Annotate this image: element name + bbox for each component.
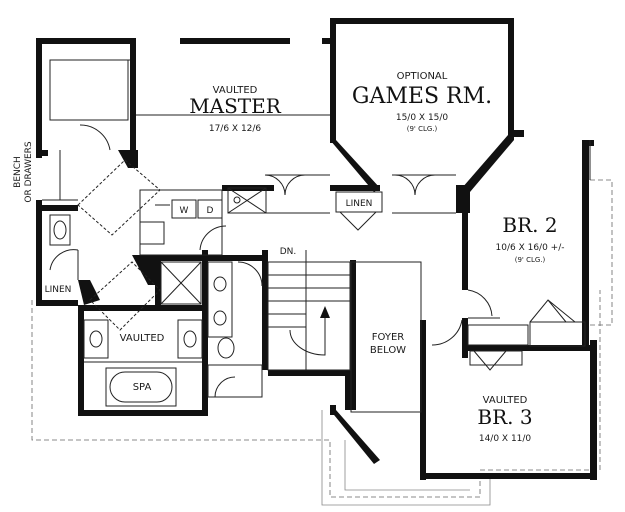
br3-name: BR. 3 [477,405,532,429]
roof-outline-dashed [31,179,613,506]
dryer-label: D [207,206,214,216]
games-name: GAMES RM. [352,84,492,109]
games-size: 15/0 X 15/0 [396,113,449,123]
br2-name: BR. 2 [502,213,557,237]
walls [36,18,597,480]
bath-note: VAULTED [120,333,165,344]
games-clg: (9' CLG.) [407,125,438,133]
bench-line2: OR DRAWERS [24,141,34,203]
labels: VAULTED MASTER 17/6 X 12/6 OPTIONAL GAME… [13,71,565,444]
br3-note: VAULTED [483,395,528,406]
spa-label: SPA [133,382,152,393]
washer-label: W [180,206,189,216]
foyer-line1: FOYER [372,332,405,343]
br2-size: 10/6 X 16/0 +/- [496,243,565,253]
master-note: VAULTED [213,85,258,96]
interior-lines [42,59,591,413]
bench-line1: BENCH [13,156,23,188]
foyer-line2: BELOW [370,345,406,356]
br2-clg: (9' CLG.) [515,256,546,264]
games-note: OPTIONAL [397,71,448,82]
master-name: MASTER [189,94,282,118]
master-size: 17/6 X 12/6 [209,124,262,134]
linen-left: LINEN [45,285,72,295]
linen-top: LINEN [346,199,373,209]
br3-size: 14/0 X 11/0 [479,434,532,444]
stair-down-label: DN. [280,247,297,257]
